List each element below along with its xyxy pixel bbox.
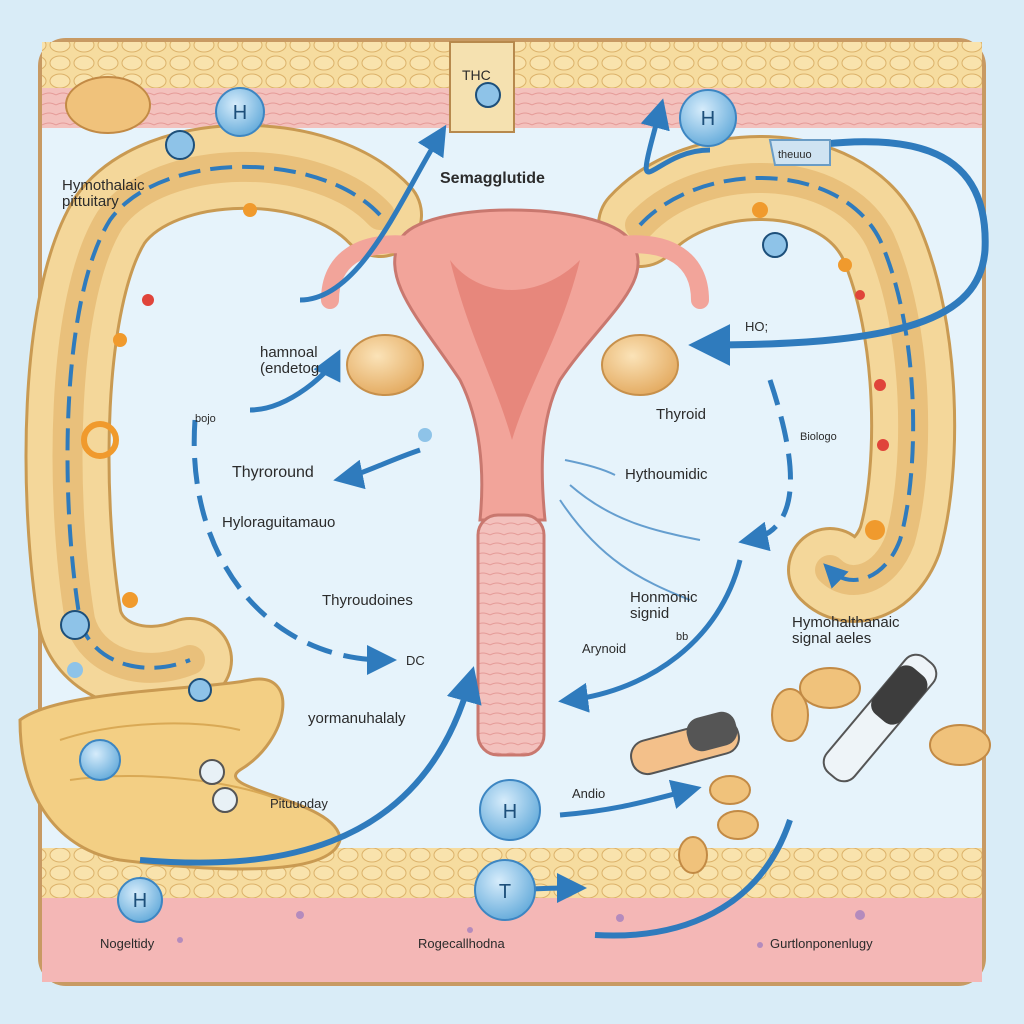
label-hormonic-signal: Honmonic signid <box>630 589 698 622</box>
label-andro: Andio <box>572 786 606 801</box>
hormone-molecule: T <box>474 859 536 921</box>
label-hormonal-endocrine: hamnoal (endetog <box>260 344 320 377</box>
label-hyloraguitamauo: Hyloraguitamauo <box>222 514 336 531</box>
signal-arrows <box>139 98 989 939</box>
hormone-molecules: H H H T H <box>79 87 737 923</box>
label-dc: DC <box>406 653 425 668</box>
svg-text:H: H <box>503 801 517 823</box>
label-hythoumidic: Hythoumidic <box>625 466 708 483</box>
label-neurology: Nogeltidy <box>100 936 155 951</box>
right-tube <box>597 135 957 623</box>
svg-text:H: H <box>701 108 715 130</box>
hormone-molecule: H <box>117 877 163 923</box>
label-ho: HO; <box>745 319 769 334</box>
label-thyroid: Thyroid <box>656 406 707 423</box>
diagram-title: Semagglutide <box>440 170 545 187</box>
left-tube <box>24 123 423 711</box>
label-arynoid: Arynoid <box>582 641 627 656</box>
medication-items <box>65 76 991 874</box>
label-hypothalamic-pituitary: Hymothalaic pittuitary <box>62 177 145 210</box>
label-thermo-tab: theuuo <box>778 149 812 161</box>
label-pituitary-gland: Pituuoday <box>270 796 328 811</box>
label-endocrinology: Gurtlonponenlugy <box>770 936 873 951</box>
top-box-label: THC <box>462 67 491 83</box>
hormone-molecule: H <box>479 779 541 841</box>
label-regeneration: Rogecallhodna <box>418 936 505 951</box>
svg-text:H: H <box>233 102 247 124</box>
top-tissue-band <box>42 41 982 133</box>
label-yormanuhalaly: yormanuhalaly <box>308 710 406 727</box>
gland <box>18 677 342 871</box>
svg-text:H: H <box>133 890 147 912</box>
label-hymohalthanaic: Hymohalthanaic signal aeles <box>792 614 900 647</box>
label-small-left: bojo <box>195 413 216 425</box>
tube-beads <box>60 82 889 813</box>
uterus <box>321 208 709 757</box>
label-small-right: bb <box>676 631 689 643</box>
hormone-molecule: H <box>679 89 737 147</box>
svg-text:T: T <box>499 881 511 903</box>
hormone-molecule: H <box>215 87 265 137</box>
label-biologo: Biologo <box>800 431 837 443</box>
label-thyroudoines: Thyroudoines <box>322 592 413 609</box>
label-thyroround: Thyroround <box>232 464 314 481</box>
